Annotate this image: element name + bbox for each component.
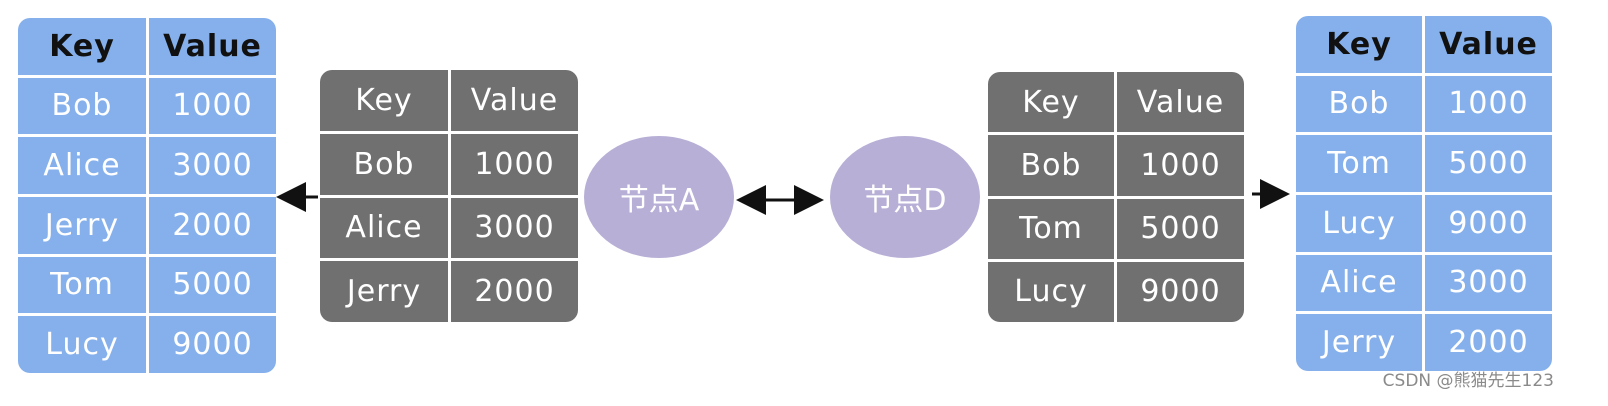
node-d-table-value-cell: 5000 [1117, 198, 1244, 259]
node-d-table-key-cell: Tom [988, 198, 1114, 259]
left-table-value-cell: 9000 [149, 316, 276, 373]
node-d-table-value-header: Value [1117, 72, 1244, 133]
right-table-key-cell: Lucy [1296, 195, 1422, 252]
right-table-key-cell: Bob [1296, 75, 1422, 133]
right-table-key-cell: Alice [1296, 254, 1422, 312]
right-table-value-cell: 3000 [1425, 254, 1552, 312]
node-d-table-value-cell: 1000 [1117, 135, 1244, 196]
left-kv-table: Key Value Bob 1000 Alice 3000 Jerry 2000… [18, 18, 276, 373]
node-d-table-key-header: Key [988, 72, 1114, 133]
left-table-value-header: Value [149, 18, 276, 75]
node-d-table-key-cell: Lucy [988, 261, 1114, 322]
right-table-key-cell: Tom [1296, 135, 1422, 192]
node-d-table-value-cell: 9000 [1117, 261, 1244, 322]
node-a-table-key-cell: Alice [320, 197, 448, 259]
node-a-table-value-header: Value [451, 70, 578, 131]
left-table-key-cell: Tom [18, 256, 146, 314]
right-table-value-cell: 5000 [1425, 135, 1552, 192]
node-a-table-value-cell: 3000 [451, 197, 578, 259]
left-table-value-cell: 3000 [149, 137, 276, 194]
node-d-table-key-cell: Bob [988, 135, 1114, 196]
left-table-value-cell: 1000 [149, 77, 276, 135]
right-table-key-header: Key [1296, 16, 1422, 73]
left-table-value-cell: 2000 [149, 197, 276, 254]
node-a-table-key-header: Key [320, 70, 448, 131]
node-a-table-key-cell: Jerry [320, 261, 448, 322]
left-table-key-cell: Jerry [18, 197, 146, 254]
left-table-key-cell: Lucy [18, 316, 146, 373]
left-table-key-header: Key [18, 18, 146, 75]
node-a-label: 节点A [618, 183, 700, 218]
right-table-key-cell: Jerry [1296, 314, 1422, 371]
node-a-kv-table: Key Value Bob 1000 Alice 3000 Jerry 2000 [320, 70, 578, 322]
right-table-value-cell: 1000 [1425, 75, 1552, 133]
right-table-value-header: Value [1425, 16, 1552, 73]
node-a-table-key-cell: Bob [320, 133, 448, 195]
node-a-table-value-cell: 1000 [451, 133, 578, 195]
left-table-key-cell: Alice [18, 137, 146, 194]
node-a-circle: 节点A [584, 136, 734, 258]
right-kv-table: Key Value Bob 1000 Tom 5000 Lucy 9000 Al… [1296, 16, 1552, 371]
right-table-value-cell: 2000 [1425, 314, 1552, 371]
node-a-table-value-cell: 2000 [451, 261, 578, 322]
left-table-value-cell: 5000 [149, 256, 276, 314]
watermark: CSDN @熊猫先生123 [1382, 371, 1554, 391]
left-table-key-cell: Bob [18, 77, 146, 135]
node-d-label: 节点D [863, 183, 947, 218]
node-d-kv-table: Key Value Bob 1000 Tom 5000 Lucy 9000 [988, 72, 1244, 322]
node-d-circle: 节点D [830, 136, 980, 258]
right-table-value-cell: 9000 [1425, 195, 1552, 252]
